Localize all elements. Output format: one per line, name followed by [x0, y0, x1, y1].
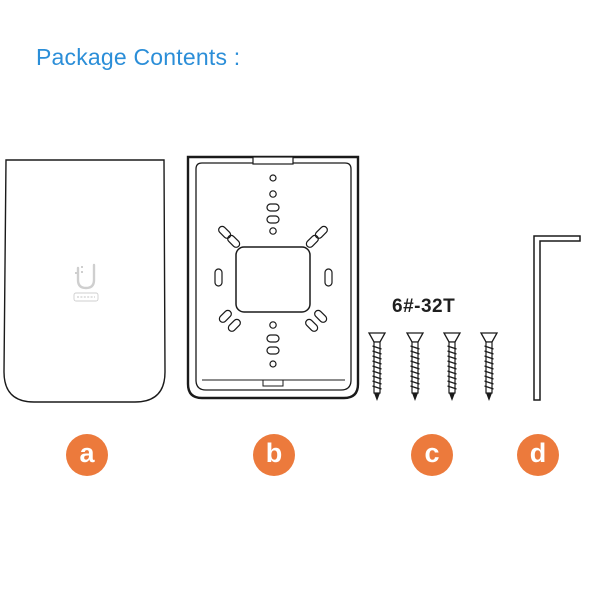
allen-key-icon — [533, 235, 581, 401]
screw-icon — [406, 332, 424, 402]
unifi-logo-icon — [73, 263, 99, 302]
screw-icon — [368, 332, 386, 402]
faceplate-cover-icon — [3, 159, 166, 403]
screw-spec-label: 6#-32T — [392, 296, 456, 317]
screw-icon — [443, 332, 461, 402]
item-badge-b: b — [253, 434, 295, 476]
wall-mount-bracket-icon — [186, 155, 360, 400]
screw-icon — [480, 332, 498, 402]
item-badge-a: a — [66, 434, 108, 476]
page-title: Package Contents : — [36, 44, 241, 70]
item-badge-d: d — [517, 434, 559, 476]
item-badge-c: c — [411, 434, 453, 476]
